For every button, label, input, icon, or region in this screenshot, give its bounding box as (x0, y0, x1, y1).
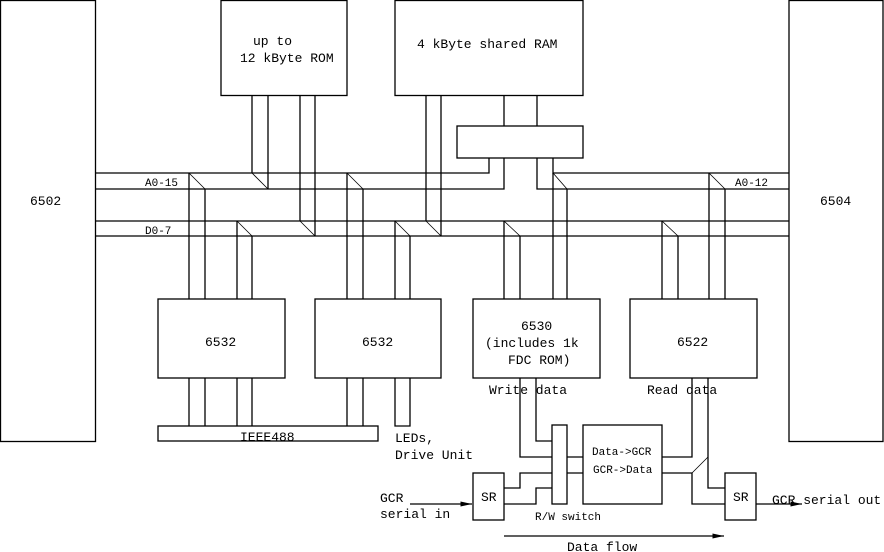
address-bus-drive-label: A0-12 (735, 178, 768, 190)
via2-data-tap (394, 221, 411, 299)
read-data-lines (662, 378, 725, 505)
leds-label-line1: LEDs, (395, 431, 434, 446)
riot-data-tap (503, 221, 521, 299)
riot-address-tap (552, 173, 568, 299)
data-bus (95, 220, 789, 237)
cpu-6502-box (0, 0, 97, 443)
shift-register-out-label: SR (733, 490, 749, 505)
write-data-lines (519, 378, 552, 458)
ieee488-bus-bar (157, 425, 379, 442)
ram-box (394, 0, 584, 97)
ram-label: 4 kByte shared RAM (417, 37, 557, 52)
rom-box (220, 0, 348, 97)
address-bus-main-label: A0-15 (145, 178, 178, 190)
via1-address-tap (188, 173, 206, 299)
data-flow-label: Data flow (567, 540, 637, 552)
ieee488-label: IEEE488 (240, 430, 295, 445)
via6522-address-tap (708, 173, 726, 299)
rom-label-line2: 12 kByte ROM (240, 51, 334, 66)
via-6522-label: 6522 (677, 335, 708, 350)
switch-to-codec-lines (567, 456, 583, 474)
cpu-6502-label: 6502 (30, 194, 61, 209)
shift-register-in-box (472, 472, 505, 521)
riot-label-line3: FDC ROM) (508, 353, 570, 368)
rom-address-tap (251, 95, 269, 189)
data-bus-label: D0-7 (145, 226, 171, 238)
via-6522-box (629, 298, 758, 379)
leds-port (394, 378, 411, 427)
leds-label-line2: Drive Unit (395, 448, 473, 463)
rw-switch-box (551, 424, 568, 505)
via2-address-tap (346, 173, 364, 299)
via-6532-1-box (157, 298, 286, 379)
via-6532-2-box (314, 298, 442, 379)
codec-label-line1: Data->GCR (592, 447, 652, 459)
read-data-label: Read data (647, 383, 717, 398)
ram-arbiter-box (456, 125, 584, 159)
via6522-data-tap (661, 221, 679, 299)
ram-data-tap (425, 95, 442, 236)
via-6532-1-label: 6532 (205, 335, 236, 350)
via-6532-2-label: 6532 (362, 335, 393, 350)
cpu-6504-box (788, 0, 884, 443)
rw-switch-label: R/W switch (535, 512, 601, 524)
write-data-label: Write data (489, 383, 567, 398)
rom-label-line1: up to (253, 34, 292, 49)
ram-to-arbiter-link (503, 95, 538, 126)
riot-label-line1: 6530 (521, 319, 552, 334)
shift-register-out-box (724, 472, 757, 521)
ieee-port-lines (188, 378, 364, 426)
via1-data-tap (236, 221, 253, 299)
gcr-in-label-line2: serial in (380, 507, 450, 522)
address-bus-main (95, 158, 505, 190)
codec-label-line2: GCR->Data (593, 465, 653, 477)
riot-label-line2: (includes 1k (485, 336, 579, 351)
gcr-out-label: GCR serial out (772, 493, 881, 508)
rom-data-tap (299, 95, 316, 236)
shift-register-in-label: SR (481, 490, 497, 505)
gcr-in-label-line1: GCR (380, 491, 404, 506)
gcr-codec-box (582, 424, 663, 505)
cpu-6504-label: 6504 (820, 194, 851, 209)
sr-to-switch-lines (504, 472, 552, 505)
